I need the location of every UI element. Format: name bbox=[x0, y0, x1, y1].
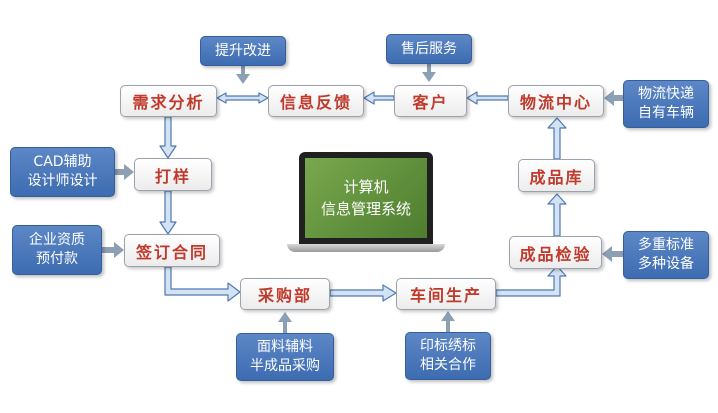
arrow-warehouse-logistics bbox=[547, 117, 567, 160]
node-purchase: 采购部 bbox=[240, 278, 330, 310]
note-cad-line1: CAD辅助 bbox=[33, 154, 92, 170]
arrow-demand-sample bbox=[159, 116, 177, 159]
laptop-base bbox=[287, 244, 445, 252]
node-inspection: 成品检验 bbox=[509, 236, 602, 269]
note-equipment-line1: 多重标准 bbox=[638, 237, 694, 253]
arrow-aftersales bbox=[422, 64, 436, 82]
note-materials: 面料辅料 半成品采购 bbox=[236, 333, 334, 381]
note-deposit-line2: 预付款 bbox=[36, 251, 78, 267]
arrow-purchase-production bbox=[329, 284, 397, 302]
arrow-logistics-customer bbox=[466, 91, 509, 105]
note-aftersales: 售后服务 bbox=[386, 34, 472, 64]
arrow-sample-contract bbox=[159, 190, 177, 235]
node-demand-analysis: 需求分析 bbox=[120, 85, 217, 117]
note-equipment-line2: 多种设备 bbox=[638, 256, 694, 272]
arrow-improve bbox=[236, 66, 250, 84]
node-sample: 打样 bbox=[134, 158, 212, 191]
arrow-printing bbox=[441, 311, 455, 332]
note-printing-line2: 相关合作 bbox=[420, 357, 476, 373]
arrow-contract-purchase bbox=[164, 266, 241, 302]
node-info-feedback: 信息反馈 bbox=[268, 85, 364, 117]
note-cad: CAD辅助 设计师设计 bbox=[10, 147, 115, 197]
note-aftersales-line: 售后服务 bbox=[401, 40, 457, 57]
note-equipment: 多重标准 多种设备 bbox=[623, 231, 709, 279]
arrow-feedback-demand bbox=[216, 92, 269, 104]
node-logistics-center: 物流中心 bbox=[508, 85, 604, 117]
laptop-icon: 计算机 信息管理系统 bbox=[287, 152, 445, 252]
note-improve-line: 提升改进 bbox=[215, 42, 271, 59]
center-title-line1: 计算机 bbox=[343, 178, 389, 196]
arrow-equipment bbox=[602, 246, 623, 262]
note-cad-line2: 设计师设计 bbox=[27, 173, 98, 189]
note-materials-line1: 面料辅料 bbox=[257, 339, 313, 355]
node-production: 车间生产 bbox=[396, 278, 496, 310]
note-printing-line1: 印标绣标 bbox=[420, 338, 476, 354]
arrow-cad bbox=[115, 164, 134, 180]
note-logistics: 物流快递 自有车辆 bbox=[623, 80, 709, 128]
laptop-screen-bezel: 计算机 信息管理系统 bbox=[299, 152, 433, 244]
note-logistics-line2: 自有车辆 bbox=[638, 105, 694, 121]
note-improve: 提升改进 bbox=[200, 36, 286, 66]
arrow-production-inspection bbox=[495, 265, 567, 297]
arrow-logistics-note bbox=[604, 90, 623, 106]
arrow-customer-feedback bbox=[363, 91, 395, 105]
center-title-line2: 信息管理系统 bbox=[320, 200, 411, 218]
note-deposit: 企业资质 预付款 bbox=[12, 225, 102, 275]
note-printing: 印标绣标 相关合作 bbox=[405, 332, 491, 380]
note-deposit-line1: 企业资质 bbox=[29, 232, 85, 248]
node-warehouse: 成品库 bbox=[518, 159, 595, 192]
arrow-materials bbox=[278, 312, 292, 333]
note-materials-line2: 半成品采购 bbox=[250, 358, 320, 374]
note-logistics-line1: 物流快递 bbox=[638, 86, 694, 102]
arrow-inspection-warehouse bbox=[547, 193, 567, 237]
node-sign-contract: 签订合同 bbox=[124, 234, 220, 267]
node-customer: 客户 bbox=[394, 85, 467, 117]
arrow-deposit bbox=[102, 242, 124, 258]
laptop-screen: 计算机 信息管理系统 bbox=[305, 158, 427, 238]
